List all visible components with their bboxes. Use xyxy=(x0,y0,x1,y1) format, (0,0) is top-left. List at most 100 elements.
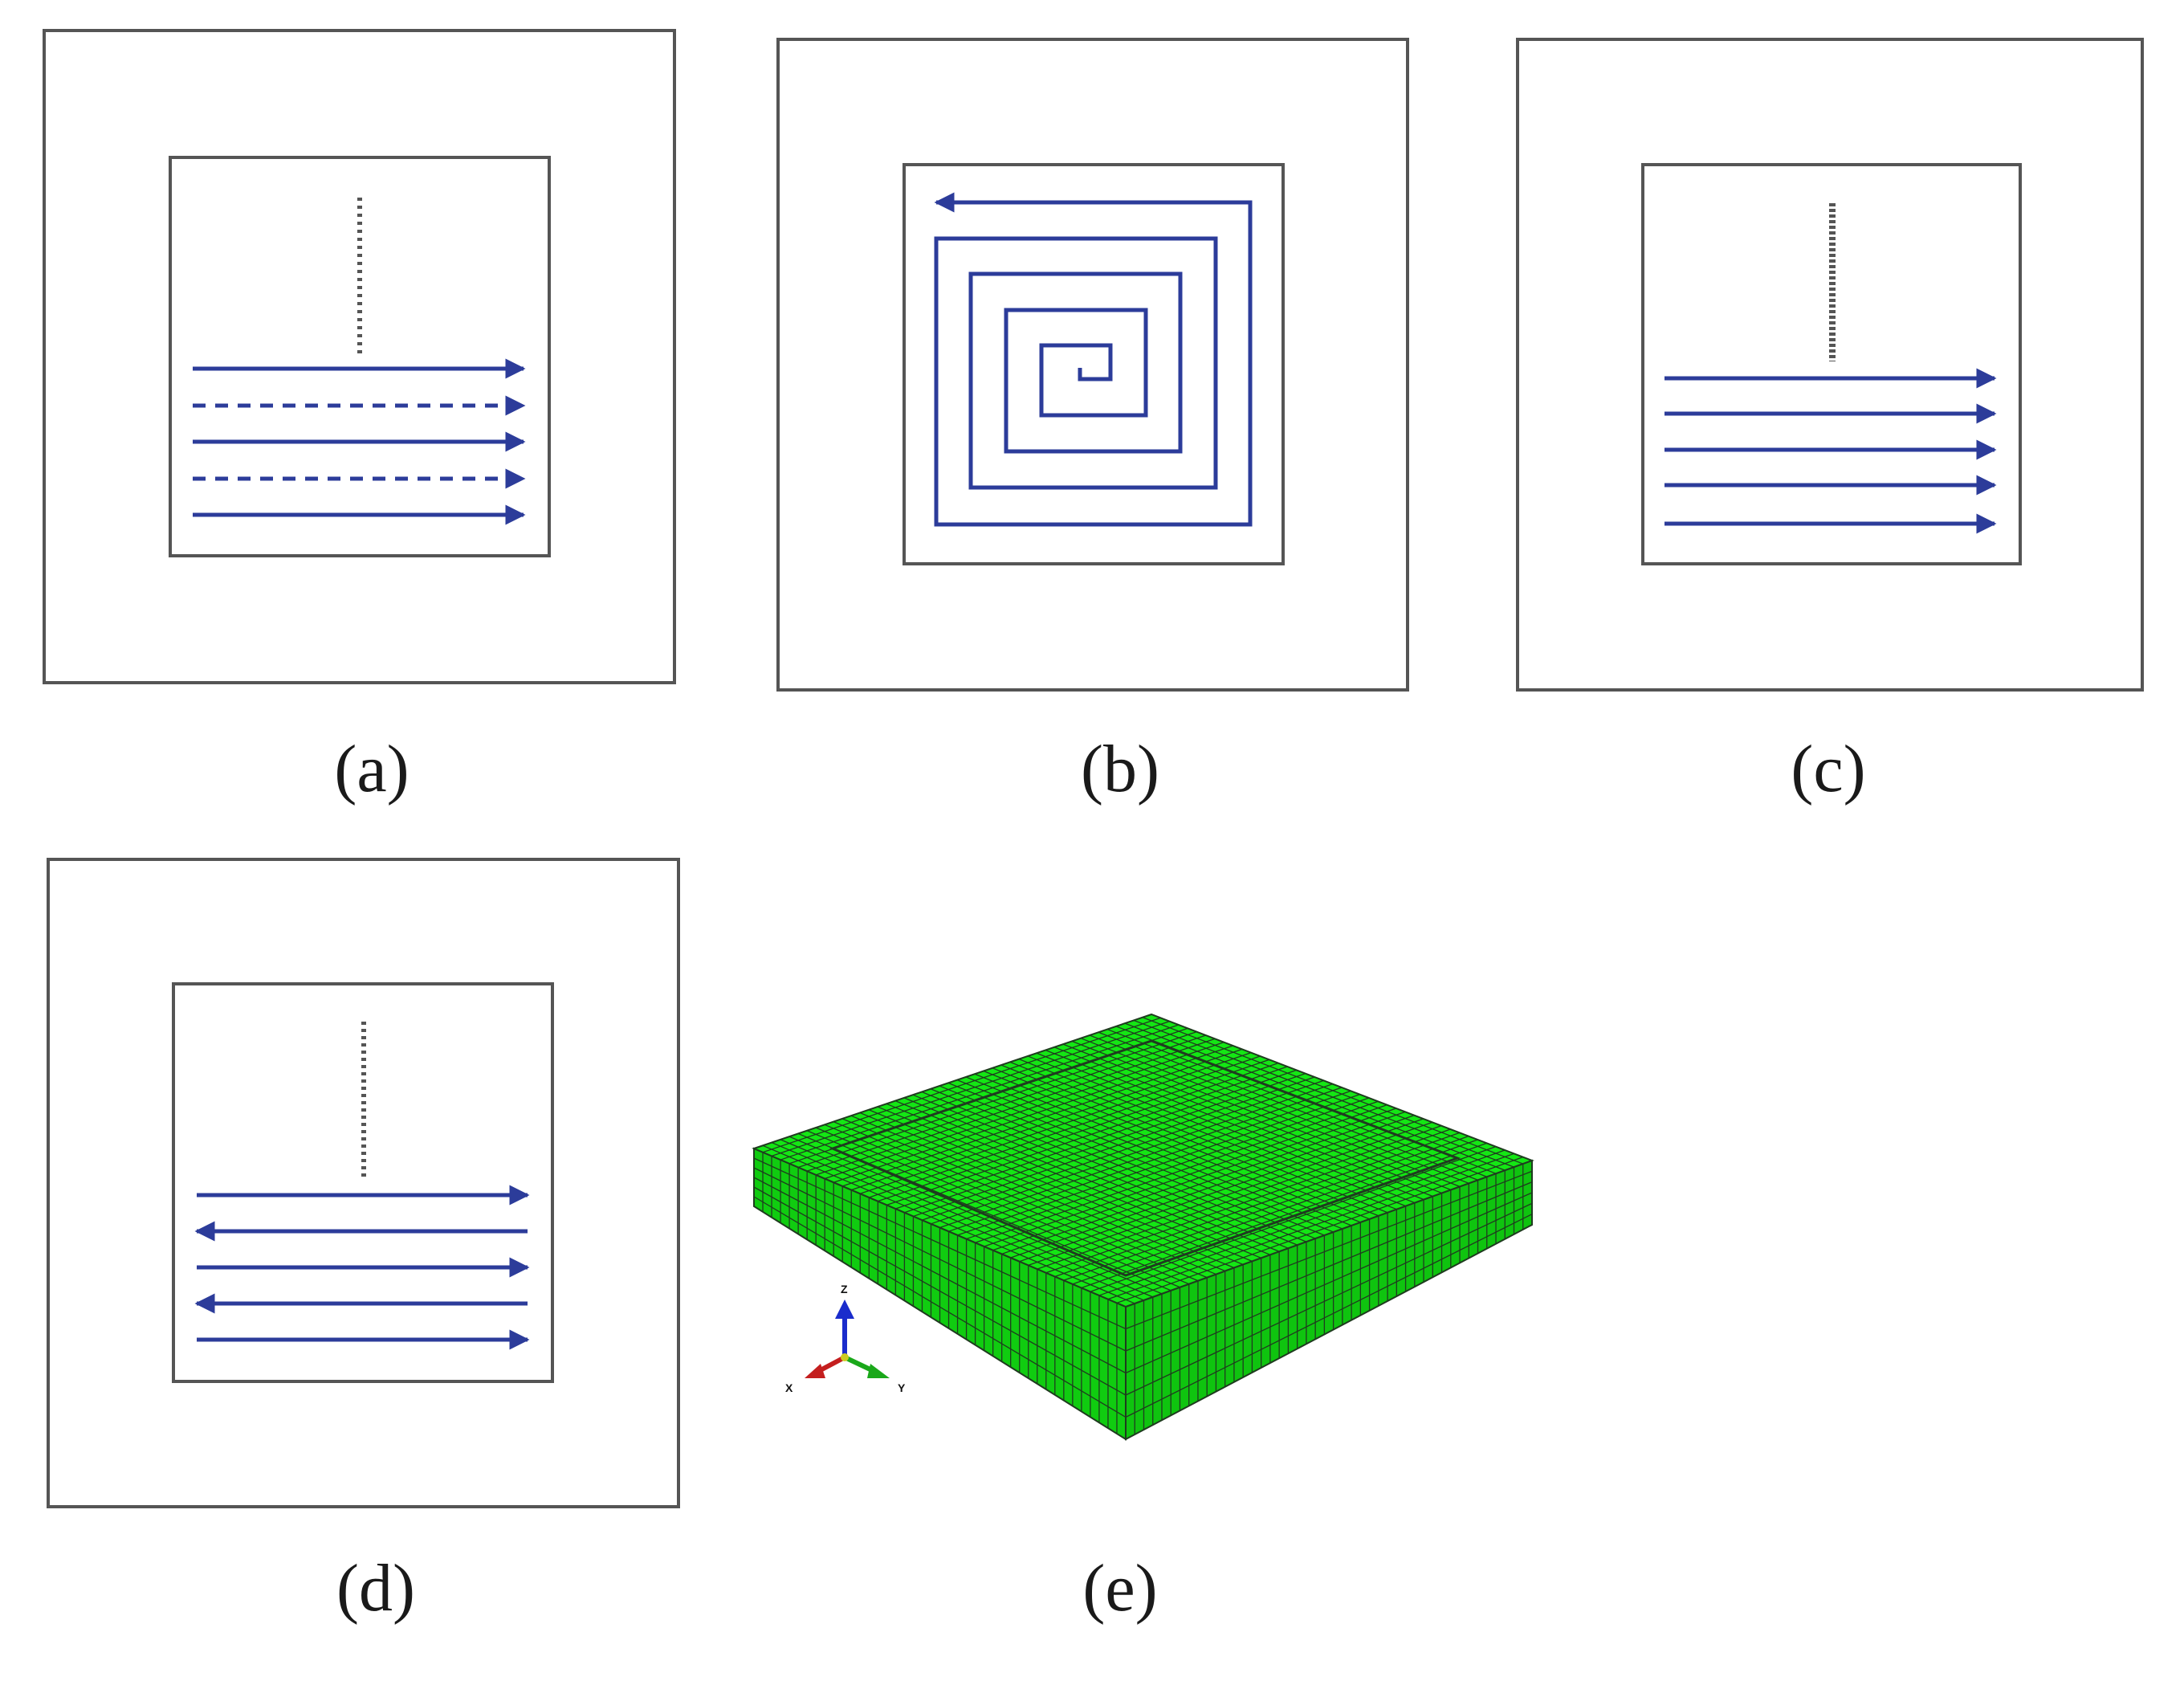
mesh-line xyxy=(753,1196,1127,1418)
mesh-line xyxy=(780,1139,1153,1298)
mesh-line xyxy=(974,1073,1352,1226)
mesh-line xyxy=(1009,1061,1388,1214)
mesh-line xyxy=(1001,1111,1406,1255)
mesh-line xyxy=(948,1090,1351,1232)
mesh-line xyxy=(1000,1064,1379,1217)
axis-y-arrowhead xyxy=(867,1364,890,1378)
mesh-line xyxy=(1045,1049,1424,1201)
panel-d-inner-frame xyxy=(172,982,554,1383)
axis-x-arrowhead xyxy=(805,1364,825,1378)
mesh-line xyxy=(753,1167,1127,1352)
mesh-line xyxy=(984,1104,1387,1247)
mesh-line xyxy=(788,1136,1163,1295)
mesh-line xyxy=(1107,1153,1514,1300)
mesh-line xyxy=(1125,1202,1533,1396)
mesh-line xyxy=(975,1100,1379,1243)
mesh-line xyxy=(992,1108,1396,1251)
mesh-line xyxy=(797,1031,1197,1169)
mesh-line xyxy=(1019,1118,1424,1263)
mesh-line xyxy=(983,1070,1361,1223)
mesh-line xyxy=(1090,1146,1497,1292)
mesh-line xyxy=(851,1052,1252,1191)
mesh-line xyxy=(1125,1181,1533,1352)
panel-c: (c) xyxy=(1516,38,2144,806)
mesh-line xyxy=(1125,1214,1533,1418)
mesh-line xyxy=(877,1106,1253,1262)
mesh-line xyxy=(869,1059,1269,1198)
panel-e-label: (e) xyxy=(1082,1551,1157,1626)
mesh-line xyxy=(878,1063,1279,1202)
mesh-line xyxy=(833,1121,1208,1279)
mesh-line xyxy=(1125,1170,1533,1330)
mesh-line xyxy=(842,1048,1243,1187)
mesh-line xyxy=(1053,1047,1433,1198)
panel-d-scan-lines xyxy=(194,1185,530,1350)
mesh-line xyxy=(1028,1121,1433,1267)
panel-d-label: (d) xyxy=(336,1551,415,1626)
mesh-line xyxy=(1071,1040,1452,1191)
mesh-line xyxy=(1010,1115,1415,1259)
mesh-line xyxy=(1072,1139,1478,1285)
axis-z-arrowhead xyxy=(835,1300,854,1319)
mesh-line xyxy=(1133,1019,1514,1168)
mesh-line xyxy=(957,1094,1360,1236)
mesh-line xyxy=(1037,1125,1442,1270)
panel-c-scan-lines xyxy=(1664,368,1997,534)
panel-b-inner-frame xyxy=(903,163,1285,565)
mesh-line xyxy=(850,1115,1225,1272)
axis-x-label: X xyxy=(785,1381,793,1394)
mesh-line xyxy=(895,1069,1297,1210)
mesh-line xyxy=(931,1083,1333,1225)
mesh-line xyxy=(762,1017,1161,1153)
mesh-line xyxy=(841,1118,1216,1275)
axis-y-label: Y xyxy=(898,1381,906,1394)
axis-origin xyxy=(841,1353,849,1361)
mesh-line xyxy=(922,1079,1324,1221)
axis-z-label: Z xyxy=(841,1283,848,1295)
mesh-line xyxy=(1063,1136,1469,1281)
mesh-line xyxy=(1027,1055,1406,1207)
mesh-block xyxy=(752,1013,1534,1441)
panel-a: (a) xyxy=(43,29,676,806)
mesh-line xyxy=(947,1082,1325,1236)
mesh-line xyxy=(1018,1059,1397,1210)
mesh-line xyxy=(771,1141,1144,1301)
panel-c-outer-frame xyxy=(1516,38,2144,692)
panel-d: (d) xyxy=(47,858,680,1626)
mesh-line xyxy=(894,1100,1271,1255)
panel-b-spiral-path xyxy=(934,192,1253,527)
mesh-line xyxy=(771,1021,1170,1157)
mesh-line xyxy=(1125,1192,1533,1374)
panel-a-label: (a) xyxy=(334,732,409,806)
panel-c-label: (c) xyxy=(1791,732,1865,806)
mesh-line xyxy=(1124,1022,1506,1171)
mesh-line xyxy=(815,1038,1216,1176)
mesh-line xyxy=(913,1076,1315,1218)
mesh-line xyxy=(762,1144,1135,1304)
panel-a-inner-frame xyxy=(169,156,551,557)
panel-e: Z X Y (e) xyxy=(752,1013,1534,1626)
mesh-line xyxy=(965,1076,1343,1230)
panel-d-outer-frame xyxy=(47,858,680,1508)
mesh-line xyxy=(833,1045,1233,1183)
panel-b-label: (b) xyxy=(1081,732,1159,806)
mesh-line xyxy=(886,1103,1261,1259)
mesh-line xyxy=(1081,1142,1487,1289)
mesh-line xyxy=(1098,1149,1506,1296)
mesh-grid-lines xyxy=(753,1017,1533,1435)
mesh-line xyxy=(1142,1017,1523,1165)
mesh-inner-region-outline xyxy=(829,1039,1461,1277)
mesh-line xyxy=(956,1079,1334,1233)
panel-a-outer-frame xyxy=(43,29,676,684)
mesh-line xyxy=(806,1130,1180,1288)
mesh-line xyxy=(824,1042,1224,1180)
panel-b: (b) xyxy=(776,38,1409,806)
mesh-line xyxy=(939,1085,1316,1239)
panel-a-scan-lines xyxy=(193,358,526,525)
mesh-line xyxy=(1054,1132,1460,1278)
panel-b-outer-frame xyxy=(776,38,1409,692)
mesh-line xyxy=(824,1124,1199,1282)
mesh-line xyxy=(930,1088,1307,1242)
mesh-line xyxy=(1089,1034,1469,1184)
